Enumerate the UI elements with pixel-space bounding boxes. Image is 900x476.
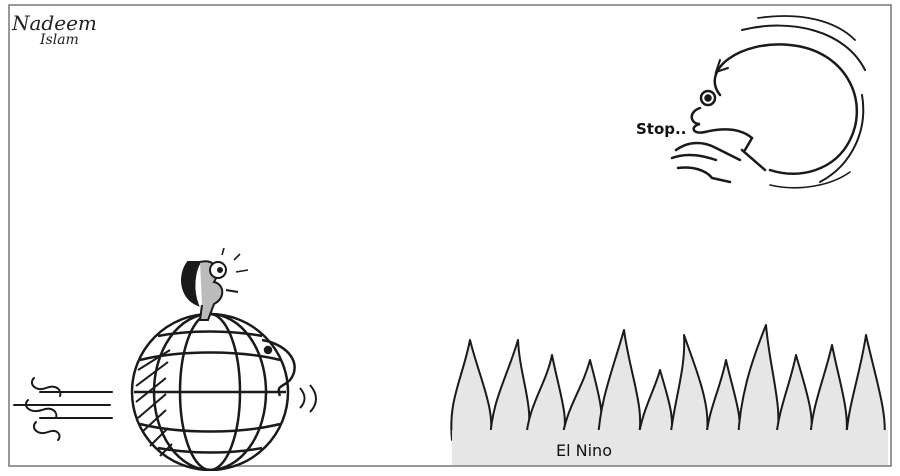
speech-text: Stop.. (636, 120, 686, 138)
globe-icon (130, 312, 317, 472)
signature-line2: Islam (39, 32, 79, 48)
spinning-head-icon (670, 15, 866, 189)
wind-lines-icon (13, 377, 113, 441)
flames-icon (450, 324, 888, 465)
artist-signature: Nadeem Islam (11, 11, 97, 48)
squirrel-icon (181, 247, 249, 321)
signature-line1: Nadeem (11, 11, 97, 35)
fire-label: El Nino (556, 441, 612, 460)
